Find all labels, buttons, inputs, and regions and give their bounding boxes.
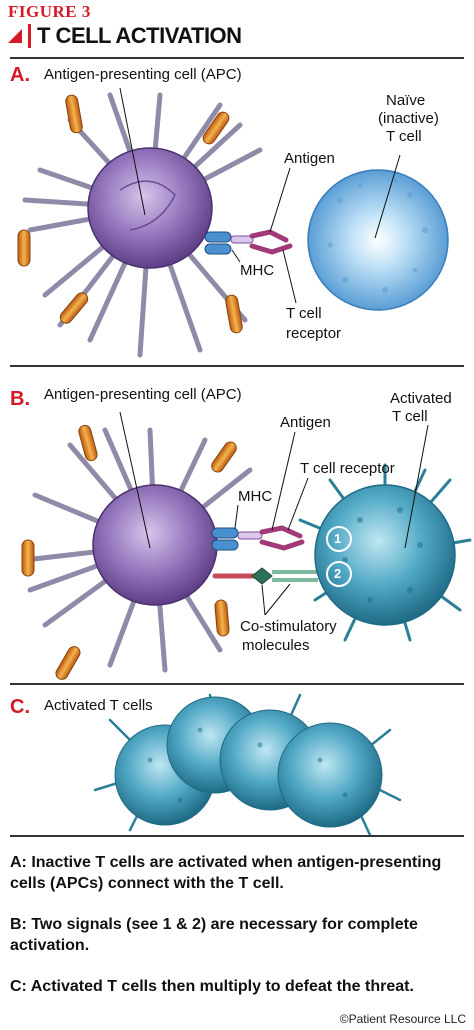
panel-c-label: Activated T cells [44,697,153,714]
naive-t-cell [307,169,449,311]
naive-label-line1: Naïve [386,92,426,109]
panel-b-mhc-label: MHC [238,488,273,505]
costim-complex [212,567,318,585]
panel-b-antigen-label: Antigen [280,414,331,431]
panel-a-letter: A. [10,64,30,86]
signal-2-label: 2 [334,566,342,581]
panel-a-receptor-label-1: T cell [286,305,322,322]
panel-a-apc-label: Antigen-presenting cell (APC) [44,66,242,83]
activated-t-cell-b [298,463,472,642]
costim-label-line2: molecules [242,637,310,654]
panel-a-antigen-label: Antigen [284,150,335,167]
activated-t-cells-cluster [93,693,402,837]
figure-title: T CELL ACTIVATION [37,23,242,48]
divider-bc [10,683,464,685]
mhc-complex-a [204,229,293,255]
signal-2-circle [326,561,352,587]
panel-a-receptor-label-2: receptor [286,325,342,342]
title-triangle-icon [8,29,22,43]
caption-b: B: Two signals (see 1 & 2) are necessary… [10,916,418,954]
antigen-capsules-a [17,94,243,334]
panel-b-art [21,411,472,680]
apc-body-a [87,147,213,269]
signal-1-circle [326,526,352,552]
naive-label-line2: (inactive) [378,110,439,127]
antigen-capsules-b [21,424,237,680]
naive-label-line3: T cell [386,128,422,145]
caption-a: A: Inactive T cells are activated when a… [10,854,442,892]
apc-body-b [92,484,218,606]
panel-b-letter: B. [10,388,30,410]
panel-c-art [93,693,402,837]
panel-b-receptor-label: T cell receptor [300,460,395,477]
leader-lines-b [119,411,429,616]
caption-c: C: Activated T cells then multiply to de… [10,978,414,995]
signal-1-label: 1 [334,531,342,546]
divider-top [10,57,464,59]
copyright: ©Patient Resource LLC [339,1012,466,1026]
leader-lines-a [119,87,401,304]
panel-a-mhc-label: MHC [240,262,275,279]
panel-a-art [17,87,449,358]
figure-label: FIGURE 3 [8,2,91,21]
title-bar [28,24,31,48]
mhc-complex-b [211,525,305,551]
divider-captions [10,835,464,837]
activated-label-line1: Activated [390,390,452,407]
panel-c-letter: C. [10,696,30,718]
divider-ab [10,365,464,367]
activated-label-line2: T cell [392,408,428,425]
figure-header: FIGURE 3 T CELL ACTIVATION [8,2,468,49]
costim-label-line1: Co-stimulatory [240,618,337,635]
title-row: T CELL ACTIVATION [8,23,468,49]
panel-b-apc-label: Antigen-presenting cell (APC) [44,386,242,403]
